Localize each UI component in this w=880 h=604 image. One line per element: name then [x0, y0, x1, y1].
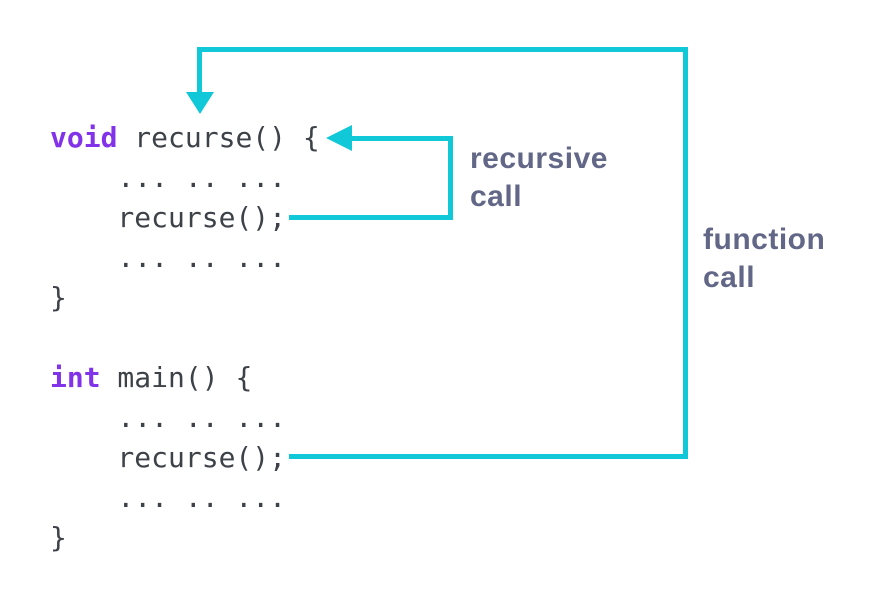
label-line: recursive	[470, 142, 608, 175]
code-text	[50, 321, 67, 354]
code-text: }	[50, 521, 67, 554]
arrow-segment-right	[683, 47, 688, 459]
code-text: ... .. ...	[50, 401, 287, 434]
arrow-segment-shaft	[197, 47, 202, 93]
code-text: recurse();	[50, 441, 287, 474]
function-call-label: function call	[703, 221, 825, 297]
arrow-segment-bottom	[289, 454, 688, 459]
label-line: function	[703, 223, 826, 256]
code-line: }	[50, 278, 320, 318]
code-text: ... .. ...	[50, 161, 287, 194]
code-text: ... .. ...	[50, 241, 287, 274]
code-line: ... .. ...	[50, 478, 320, 518]
code-line-blank	[50, 318, 320, 358]
code-line: void recurse() {	[50, 118, 320, 158]
label-line: call	[703, 261, 756, 294]
arrowhead-left-icon	[326, 125, 352, 151]
code-line: }	[50, 518, 320, 558]
code-line: ... .. ...	[50, 158, 320, 198]
code-line-recursive-call-site: recurse();	[50, 198, 320, 238]
code-text: }	[50, 281, 67, 314]
code-text: recurse();	[50, 201, 287, 234]
label-line: call	[470, 180, 523, 213]
arrowhead-down-icon	[186, 92, 214, 114]
keyword-int: int	[50, 361, 101, 394]
arrow-segment-right	[448, 136, 453, 220]
code-line-function-call-site: recurse();	[50, 438, 320, 478]
recursive-call-label: recursive call	[470, 140, 608, 216]
code-line: ... .. ...	[50, 398, 320, 438]
keyword-void: void	[50, 121, 118, 154]
code-line: int main() {	[50, 358, 320, 398]
code-block: void recurse() { ... .. ... recurse(); .…	[50, 118, 320, 558]
arrow-segment-bottom	[289, 215, 453, 220]
code-line: ... .. ...	[50, 238, 320, 278]
code-text: ... .. ...	[50, 481, 287, 514]
code-text: main() {	[100, 361, 253, 394]
arrow-segment-top	[350, 136, 453, 141]
code-text: recurse() {	[117, 121, 320, 154]
arrow-segment-top	[197, 47, 688, 52]
